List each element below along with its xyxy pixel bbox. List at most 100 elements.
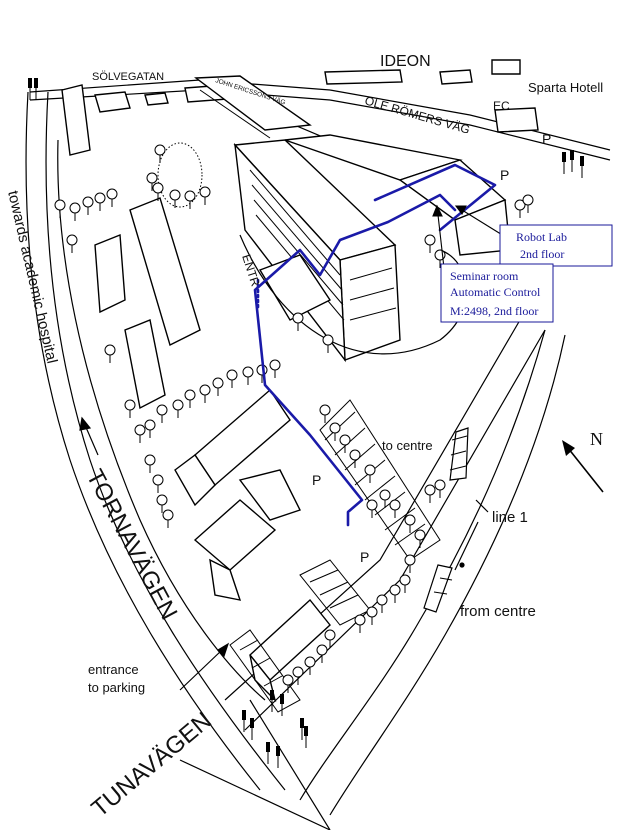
tree-icon [106,188,118,207]
tree-icon [379,489,391,508]
traffic-light-icon [580,156,584,178]
from-centre-label: from centre [460,603,536,620]
tree-icon [434,479,446,498]
tree-icon [144,419,156,438]
building-mid-1-side [174,453,216,507]
building-bottom-side [249,654,277,703]
parking-letters: P P P P [312,131,551,565]
building-ideon [324,69,403,85]
building-topleft-tower [61,84,91,156]
traffic-light-icon [250,718,254,740]
traffic-lights [28,78,584,768]
bus-icon [423,564,453,613]
tree-icon [404,554,416,573]
tree-icon [172,399,184,418]
building-left-1 [94,233,126,314]
robot-lab-callout: Robot Lab 2nd floor [499,224,613,267]
tree-icon [144,454,156,473]
tree-icon [124,399,136,418]
building-bottom [249,598,331,682]
tree-icon [134,424,146,443]
tree-icon [154,144,166,163]
tree-icon [316,644,328,663]
walking-route [253,163,497,527]
parking-mark: P [360,549,369,565]
solvegatan-label: SÖLVEGATAN [92,71,164,83]
seminar-room-dept: Automatic Control [450,285,541,299]
building-mid-2 [193,499,277,571]
tree-icon [319,404,331,423]
building-left-tall [129,197,201,346]
traffic-light-icon [242,710,246,732]
traffic-light-icon [562,152,566,174]
tree-icon [389,499,401,518]
direction-arrow-icon [179,642,230,691]
ideon-label: IDEON [380,53,431,70]
tree-icon [156,404,168,423]
ole-romers-vag-label: OLE RÖMERS VÄG [363,93,471,136]
tree-icon [354,614,366,633]
tree-icon [399,574,411,593]
tree-icon [304,656,316,675]
entr-label: ENTR [239,253,263,289]
tree-icon [404,514,416,533]
line-1-label: line 1 [492,509,528,526]
building-e-front [339,244,401,361]
to-parking-label: to parking [88,680,145,695]
callout-pointers [432,204,505,269]
tree-icon [389,584,401,603]
tree-icon [152,182,164,201]
tree-icon [69,202,81,221]
building-mid-2-side [209,558,242,601]
tree-icon [322,334,334,353]
tree-icon [424,484,436,503]
parking-mark: P [542,131,551,147]
tree-icon [184,190,196,209]
traffic-light-icon [570,150,574,172]
building-sparta-hotell [491,59,521,75]
parking-mark: P [312,472,321,488]
traffic-light-icon [300,718,304,740]
buildings [61,59,539,703]
sparta-hotell-label: Sparta Hotell [528,80,603,95]
tree-icon [212,377,224,396]
tree-icon [349,449,361,468]
tunavagen-label: TUNAVÄGEN [87,707,217,823]
building-left-2 [124,319,166,410]
tree-icon [269,359,281,378]
tree-icon [156,494,168,513]
tree-icon [339,434,351,453]
tree-icon [226,369,238,388]
traffic-light-icon [270,690,274,712]
parking-mark: P [500,167,509,183]
traffic-light-icon [304,726,308,748]
seminar-room-title: Seminar room [450,269,519,283]
traffic-light-icon [34,78,38,100]
tree-icon [324,629,336,648]
tree-icon [66,234,78,253]
building-ec [494,107,539,133]
tree-icon [54,199,66,218]
north-arrow-icon: N [562,429,604,493]
tree-icon [152,474,164,493]
robot-lab-title: Robot Lab [516,230,567,244]
tree-icon [329,422,341,441]
tree-icon [292,666,304,685]
tree-icon [364,464,376,483]
traffic-light-icon [280,694,284,716]
tree-icon [94,192,106,211]
tree-icon [522,194,534,213]
tree-icon [82,196,94,215]
building-mid-3 [238,469,301,521]
tree-icon [162,509,174,528]
bus-icon [449,427,469,481]
tree-icon [104,344,116,363]
entrance-label: entrance [88,662,139,677]
tree-icon [199,186,211,205]
tree-icon [514,199,526,218]
building-small [144,92,169,106]
direction-arrows [79,416,489,691]
traffic-light-icon [266,742,270,764]
tree-icon [366,499,378,518]
